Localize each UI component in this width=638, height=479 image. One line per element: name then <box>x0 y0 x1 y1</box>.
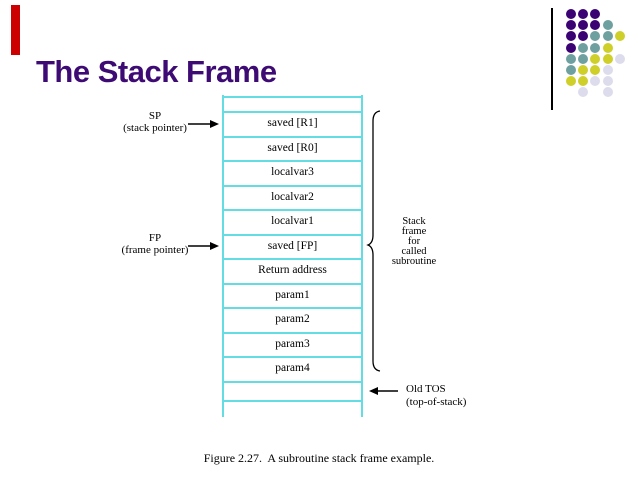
table-row-line <box>224 258 361 260</box>
stack-cell: saved [R0] <box>267 141 318 154</box>
corner-vertical-rule <box>551 8 553 110</box>
decorative-dot <box>590 65 601 75</box>
table-row-line <box>224 233 361 236</box>
fp-arrow-right-icon <box>188 242 219 250</box>
table-row-line <box>224 111 361 113</box>
decorative-dot <box>614 31 625 42</box>
decorative-dot <box>578 20 589 31</box>
decorative-dot <box>590 31 601 42</box>
old-tos-text: Old TOS <box>406 383 446 395</box>
table-row-line <box>224 307 361 309</box>
stack-cell: saved [FP] <box>267 239 318 252</box>
decorative-dot <box>566 42 576 53</box>
stack-cell: localvar1 <box>271 215 314 227</box>
stack-frame-brace-label: Stack frame for called subroutine <box>384 216 444 267</box>
stack-pointer-label: SP (stack pointer) <box>100 110 210 134</box>
table-row-line <box>224 380 361 383</box>
decorative-dot <box>578 53 589 64</box>
decorative-dot <box>566 76 576 87</box>
sp-text: SP <box>148 110 162 122</box>
frame-pointer-label: FP (frame pointer) <box>100 232 210 256</box>
stack-cell: localvar3 <box>271 166 314 178</box>
decorative-dot <box>602 31 613 42</box>
brace-label-line: for <box>407 236 421 247</box>
decorative-dot <box>578 76 589 87</box>
decorative-dot <box>602 42 613 53</box>
sp-arrow-right-icon <box>188 120 219 128</box>
decorative-dot <box>602 53 613 64</box>
stack-cell: param3 <box>275 337 310 350</box>
decorative-dot <box>566 20 576 31</box>
table-row-line <box>224 96 361 98</box>
decorative-dot <box>590 42 601 53</box>
stack-cell: param1 <box>275 288 310 301</box>
decorative-dot <box>590 53 601 64</box>
decorative-dot <box>602 76 613 87</box>
table-row-line <box>224 209 361 211</box>
decorative-dot <box>566 31 576 42</box>
stack-cell: saved [R1] <box>267 117 318 129</box>
page-title: The Stack Frame <box>36 54 277 89</box>
brace-label-line: Stack <box>402 216 426 227</box>
brace-label-line: frame <box>401 226 427 237</box>
decorative-dot <box>566 9 576 19</box>
stack-cell: param4 <box>275 362 310 374</box>
stack-cell: localvar2 <box>271 190 314 203</box>
table-row-line <box>224 400 361 402</box>
decorative-dot <box>602 20 613 31</box>
old-tos-subtext: (top-of-stack) <box>406 396 467 408</box>
old-tos-label: Old TOS (top-of-stack) <box>406 383 526 409</box>
old-tos-arrow-left-icon <box>369 387 398 395</box>
stack-cell: Return address <box>258 264 327 276</box>
decorative-dot <box>602 65 613 75</box>
table-row-line <box>224 282 361 285</box>
red-accent-bar <box>11 5 20 55</box>
table-row-line <box>224 160 361 162</box>
decorative-dot <box>602 87 613 98</box>
fp-text: FP <box>148 232 162 244</box>
decorative-dot <box>590 9 601 19</box>
table-row-line <box>224 331 361 334</box>
decorative-dot <box>614 53 625 64</box>
table-row-line <box>224 184 361 187</box>
stack-cell: param2 <box>275 313 310 325</box>
stack-frame-table: saved [R1] saved [R0] localvar3 localvar… <box>222 95 363 417</box>
sp-subtext: (stack pointer) <box>123 122 187 134</box>
decorative-dot <box>590 20 601 31</box>
figure-caption: Figure 2.27. A subroutine stack frame ex… <box>203 451 435 465</box>
decorative-dot <box>566 53 576 64</box>
brace-label-line: called <box>401 246 427 257</box>
decorative-dot <box>590 76 601 87</box>
decorative-dot <box>578 31 589 42</box>
table-row-line <box>224 135 361 138</box>
table-row-line <box>224 356 361 358</box>
stack-frame-brace-icon <box>366 110 381 372</box>
decorative-dot <box>566 65 576 75</box>
decorative-dot <box>578 87 589 98</box>
decorative-dot <box>578 65 589 75</box>
brace-label-line: subroutine <box>391 256 437 267</box>
fp-subtext: (frame pointer) <box>121 244 189 256</box>
decorative-dot <box>578 9 589 19</box>
decorative-dot <box>578 42 589 53</box>
